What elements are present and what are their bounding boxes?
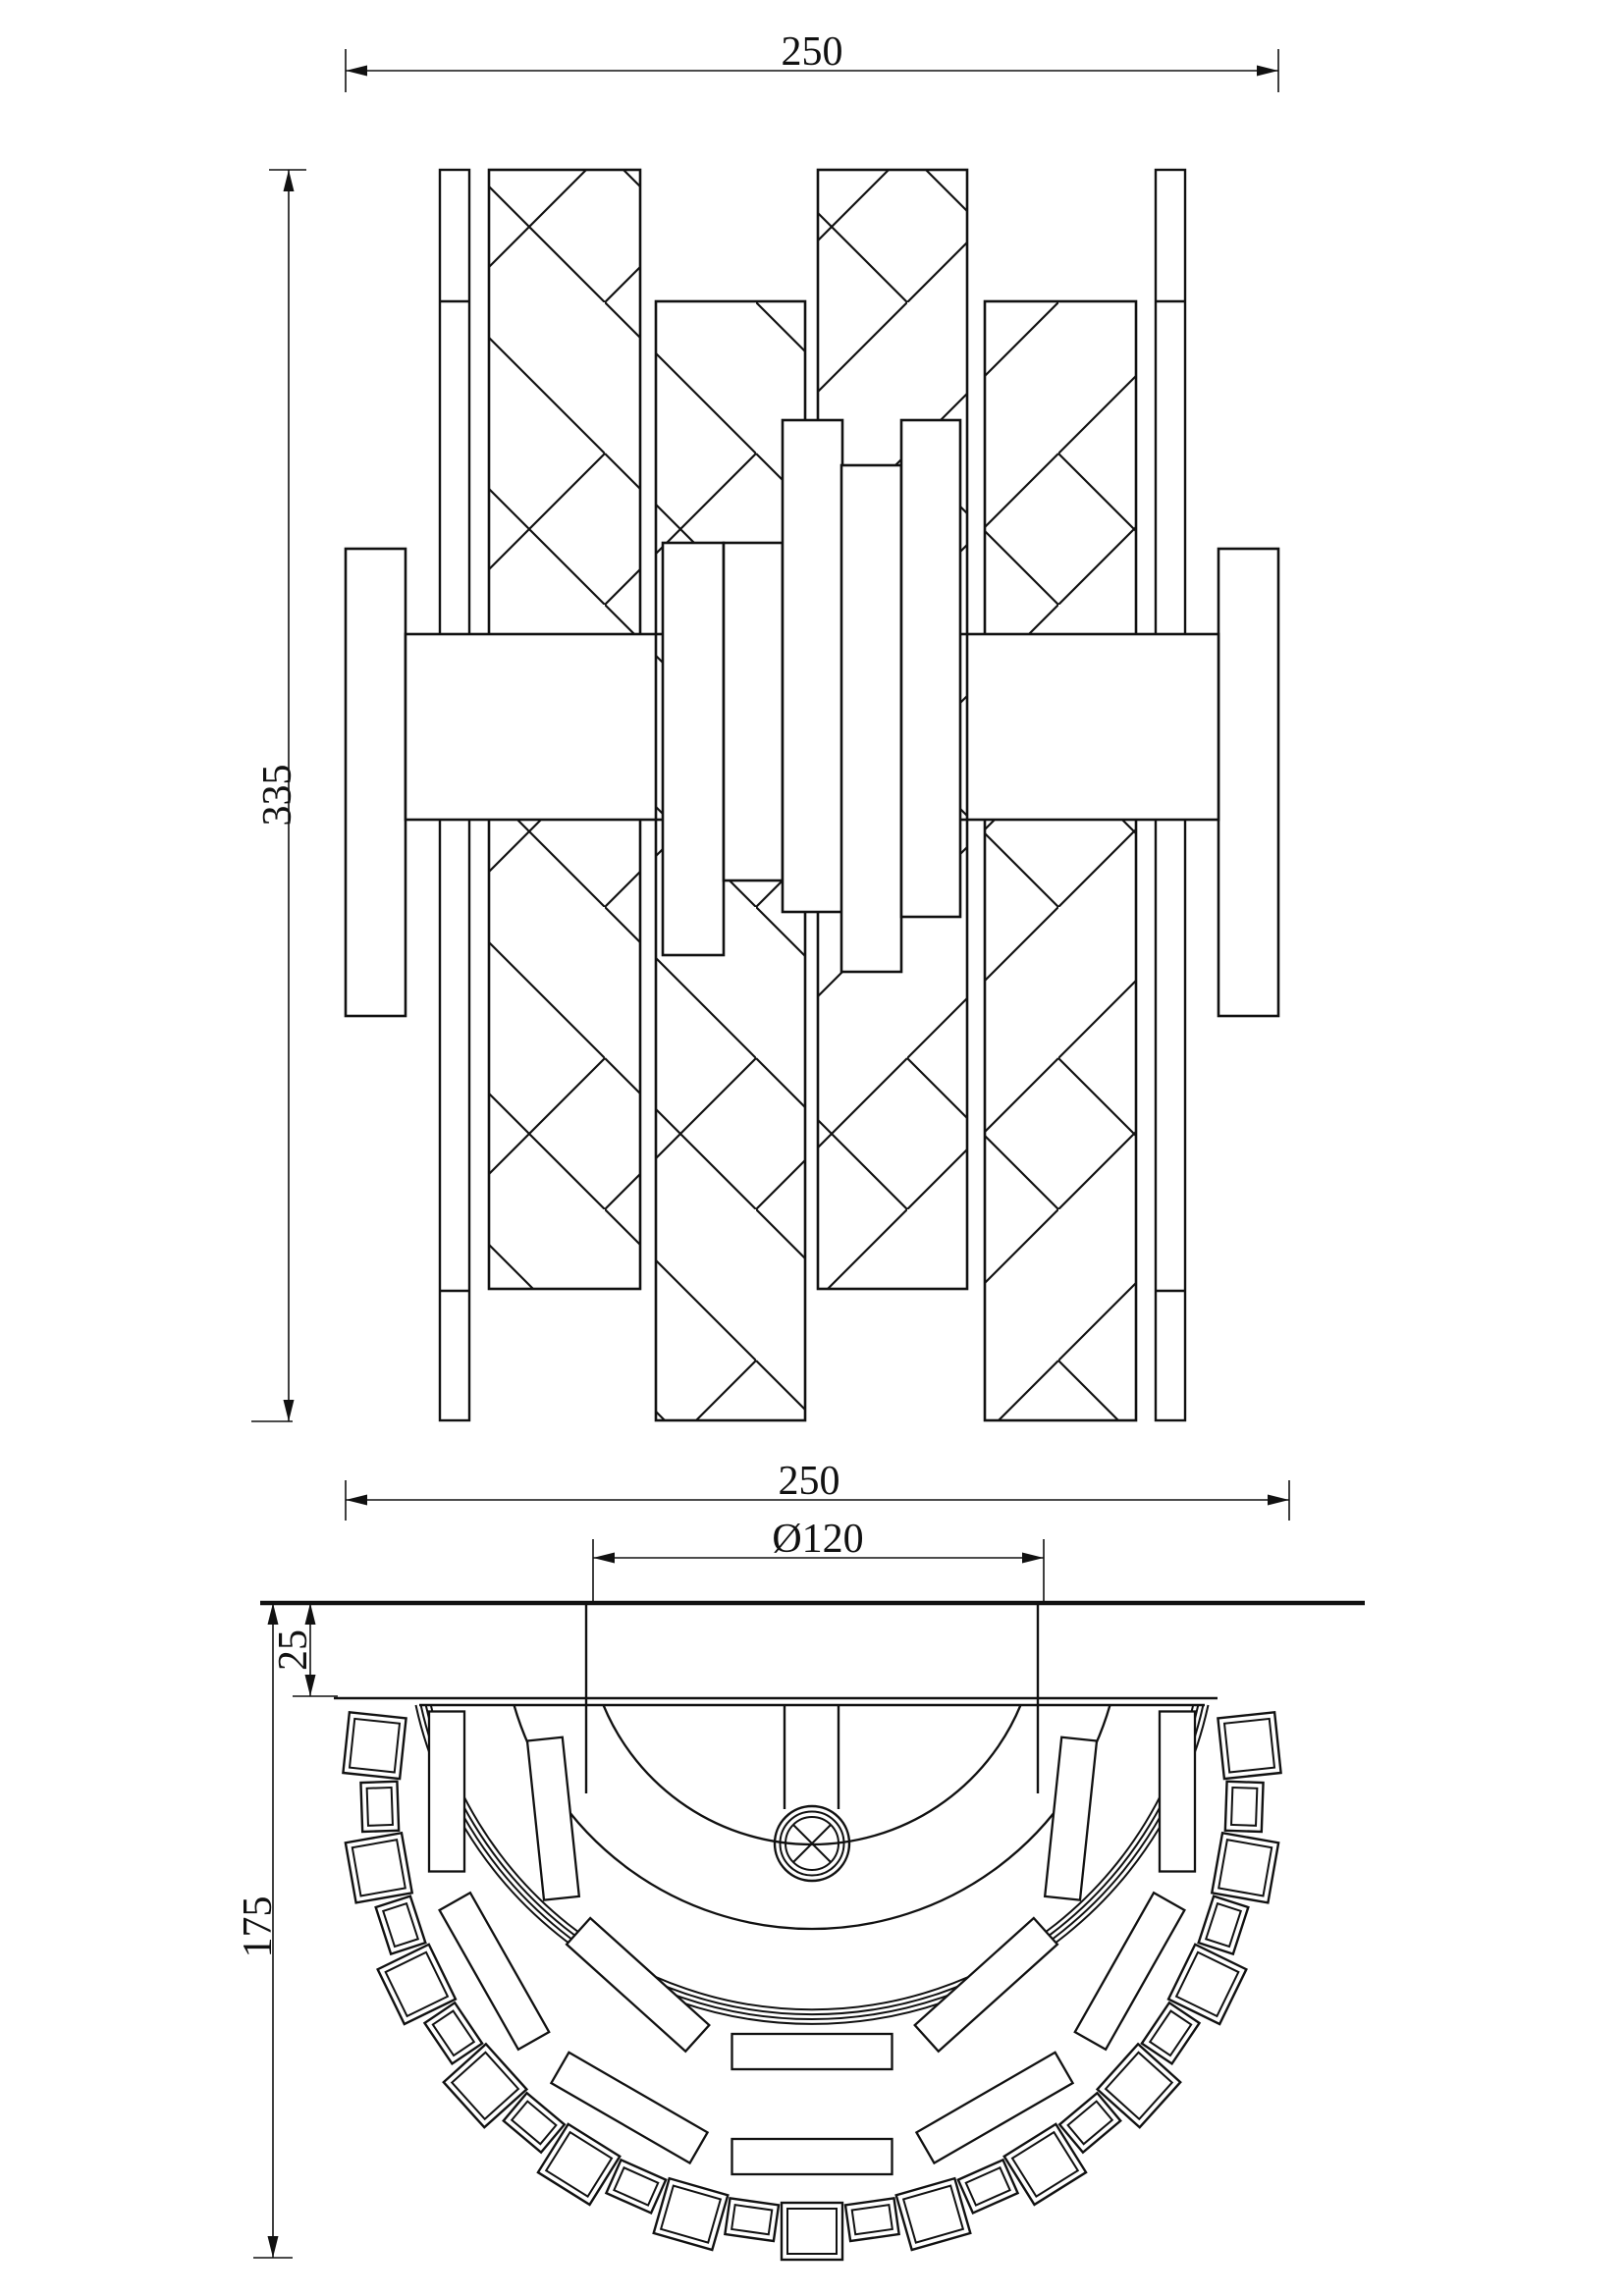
rim-crystal [1223,1780,1265,1834]
center-bar [899,418,962,919]
rim-crystal [1217,1711,1282,1781]
plan-width-dim-label: 250 [779,1459,840,1504]
screw-boss [773,1804,851,1883]
depth-dimension [253,1603,293,2259]
rim-crystal [956,2159,1019,2215]
inner-bowl-arc [602,1704,1022,1846]
rim-crystal [843,2197,900,2243]
wall-offset-dim-label: 25 [271,1629,316,1671]
rim-crystal [724,2197,781,2243]
canopy-diameter-dimension [592,1539,1045,1601]
rim-crystal [1197,1895,1250,1955]
front-width-dimension [345,49,1279,92]
rim-crystal [605,2159,668,2215]
rim-crystal [374,1895,427,1955]
center-stem [783,1705,840,1809]
front-height-dimension [251,169,306,1422]
crystal-panel-4 [983,299,1138,1422]
wall-offset-dimension [293,1603,338,1697]
rim-crystal [344,1832,413,1904]
rim-crystal [342,1711,407,1781]
front-width-dim-label: 250 [782,29,843,75]
center-bar [661,541,726,957]
front-view: 250 335 [251,29,1280,1422]
center-crystal-bars [661,418,962,974]
rim-crystal [652,2176,730,2252]
rim-crystal [359,1780,401,1834]
side-block-right [1217,547,1280,1018]
rim-arcs [414,1704,1210,2025]
front-height-dim-label: 335 [255,765,300,827]
center-bar [781,418,844,914]
plan-view: 250 Ø120 25 175 [236,1459,1365,2262]
side-block-left [344,547,407,1018]
rim-crystal [894,2176,972,2252]
rim-crystal [780,2201,844,2262]
rim-crystal [1211,1832,1280,1904]
plan-width-dimension [345,1480,1290,1521]
canopy-diameter-dim-label: Ø120 [772,1517,863,1562]
depth-dim-label: 175 [236,1896,281,1958]
center-bar [839,463,903,974]
center-bar [722,541,785,882]
